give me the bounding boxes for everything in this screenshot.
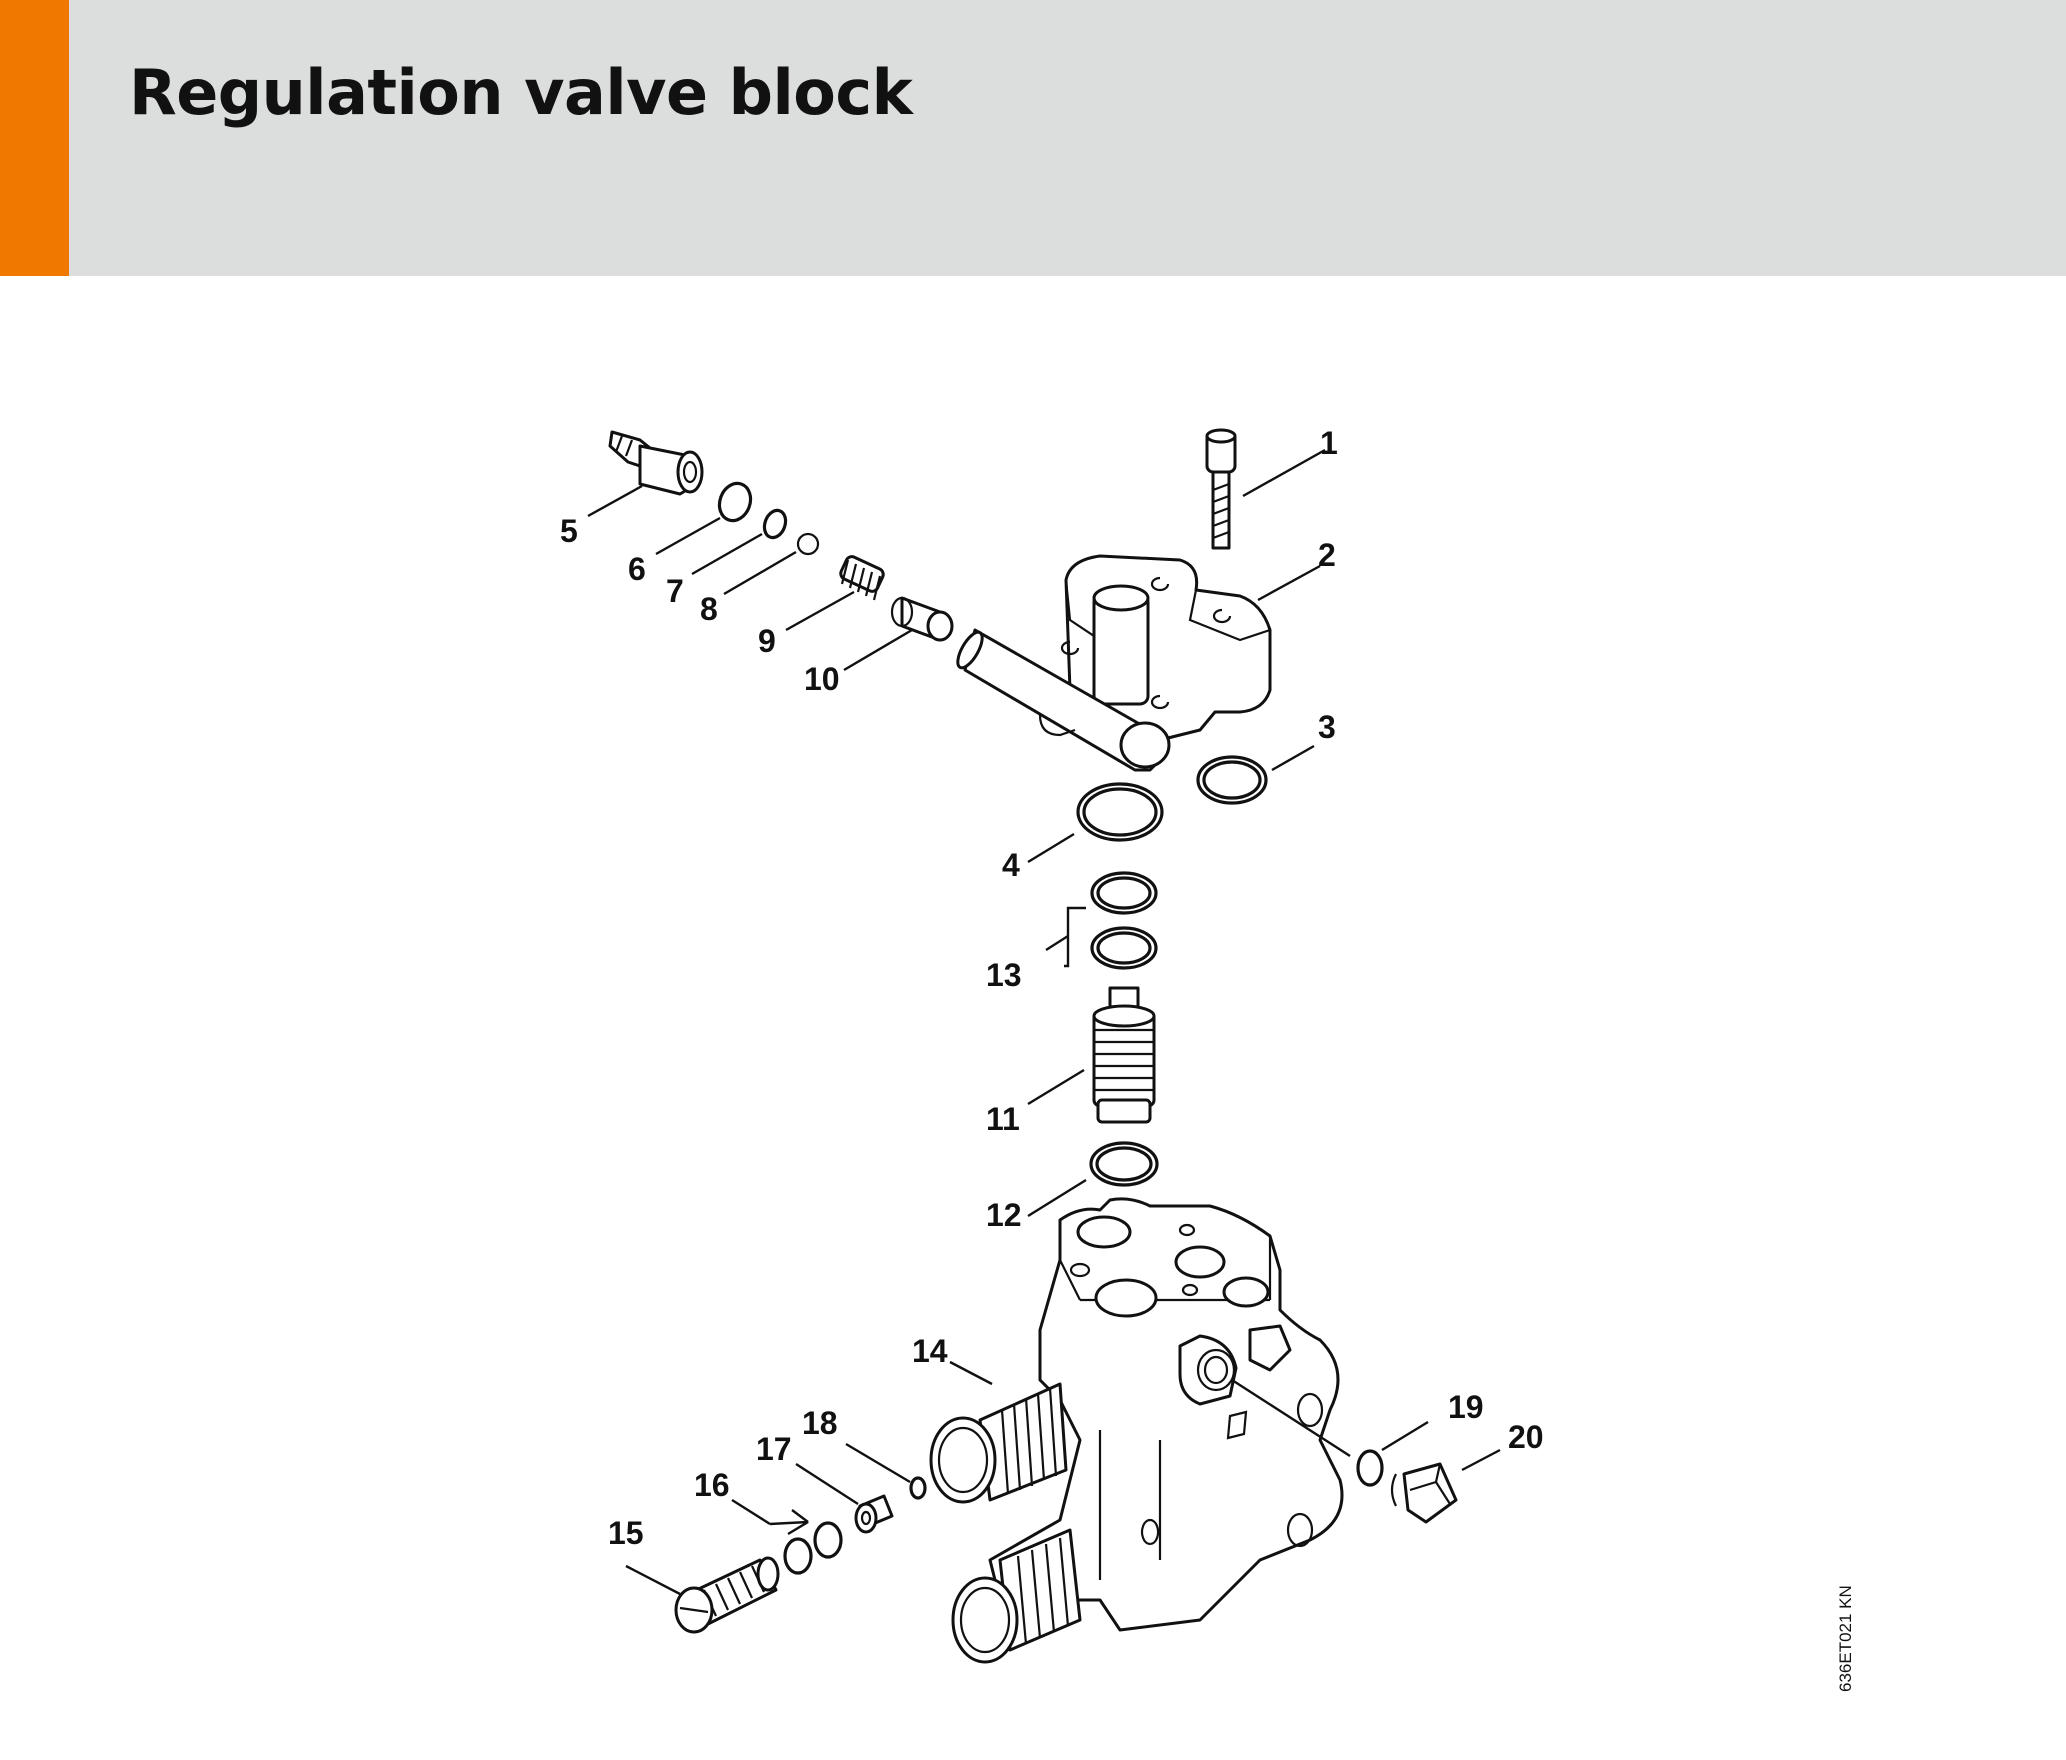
callout-7: 7	[666, 573, 684, 609]
part-13-seal-lower	[1090, 926, 1158, 970]
callout-5: 5	[560, 513, 578, 549]
callout-6: 6	[628, 551, 646, 587]
callout-10: 10	[804, 661, 840, 697]
part-19-o-ring	[1356, 1449, 1384, 1487]
callout-labels: 1 2 3 4 5 6 7 8 9 10 13 11 12 14 18 17 1…	[560, 425, 1544, 1551]
part-14-pump-housing	[929, 1197, 1344, 1664]
callout-2: 2	[1318, 537, 1336, 573]
part-17-nozzle	[854, 1494, 894, 1534]
callout-4: 4	[1002, 847, 1020, 883]
callout-17: 17	[756, 1431, 792, 1467]
callout-1: 1	[1320, 425, 1338, 461]
part-10-sleeve	[890, 596, 954, 642]
header-banner	[0, 0, 2066, 276]
callout-12: 12	[986, 1197, 1022, 1233]
part-16-o-ring-a	[783, 1537, 813, 1575]
leader-lines	[587, 448, 1501, 1596]
callout-8: 8	[700, 591, 718, 627]
part-3-o-ring	[1196, 755, 1268, 805]
callout-3: 3	[1318, 709, 1336, 745]
part-18-o-ring	[909, 1476, 927, 1500]
part-20-plug	[1390, 1462, 1458, 1524]
drawing-code: 636ET021 KN	[1836, 1585, 1855, 1692]
callout-11: 11	[986, 1101, 1020, 1137]
part-11-valve-piston	[1092, 986, 1156, 1124]
part-16-o-ring-b	[813, 1521, 843, 1559]
part-7-washer	[762, 508, 788, 540]
part-13-seal-upper	[1090, 871, 1158, 915]
callout-14: 14	[912, 1333, 948, 1369]
part-9-spring	[839, 555, 885, 601]
part-12-o-ring	[1089, 1141, 1159, 1187]
part-1-screw	[1205, 428, 1237, 550]
callout-16: 16	[694, 1467, 730, 1503]
part-5-fitting	[608, 430, 704, 496]
part-15-adjusting-screw	[674, 1556, 780, 1634]
callout-15: 15	[608, 1515, 644, 1551]
part-6-o-ring	[717, 481, 753, 523]
part-8-ball	[796, 532, 820, 556]
callout-18: 18	[802, 1405, 838, 1441]
part-4-o-ring	[1076, 782, 1164, 842]
part-2-valve-housing	[956, 554, 1272, 772]
callout-19: 19	[1448, 1389, 1484, 1425]
callout-9: 9	[758, 623, 776, 659]
callout-13: 13	[986, 957, 1022, 993]
callout-20: 20	[1508, 1419, 1544, 1455]
page-title: Regulation valve block	[129, 56, 913, 129]
accent-bar	[0, 0, 69, 276]
